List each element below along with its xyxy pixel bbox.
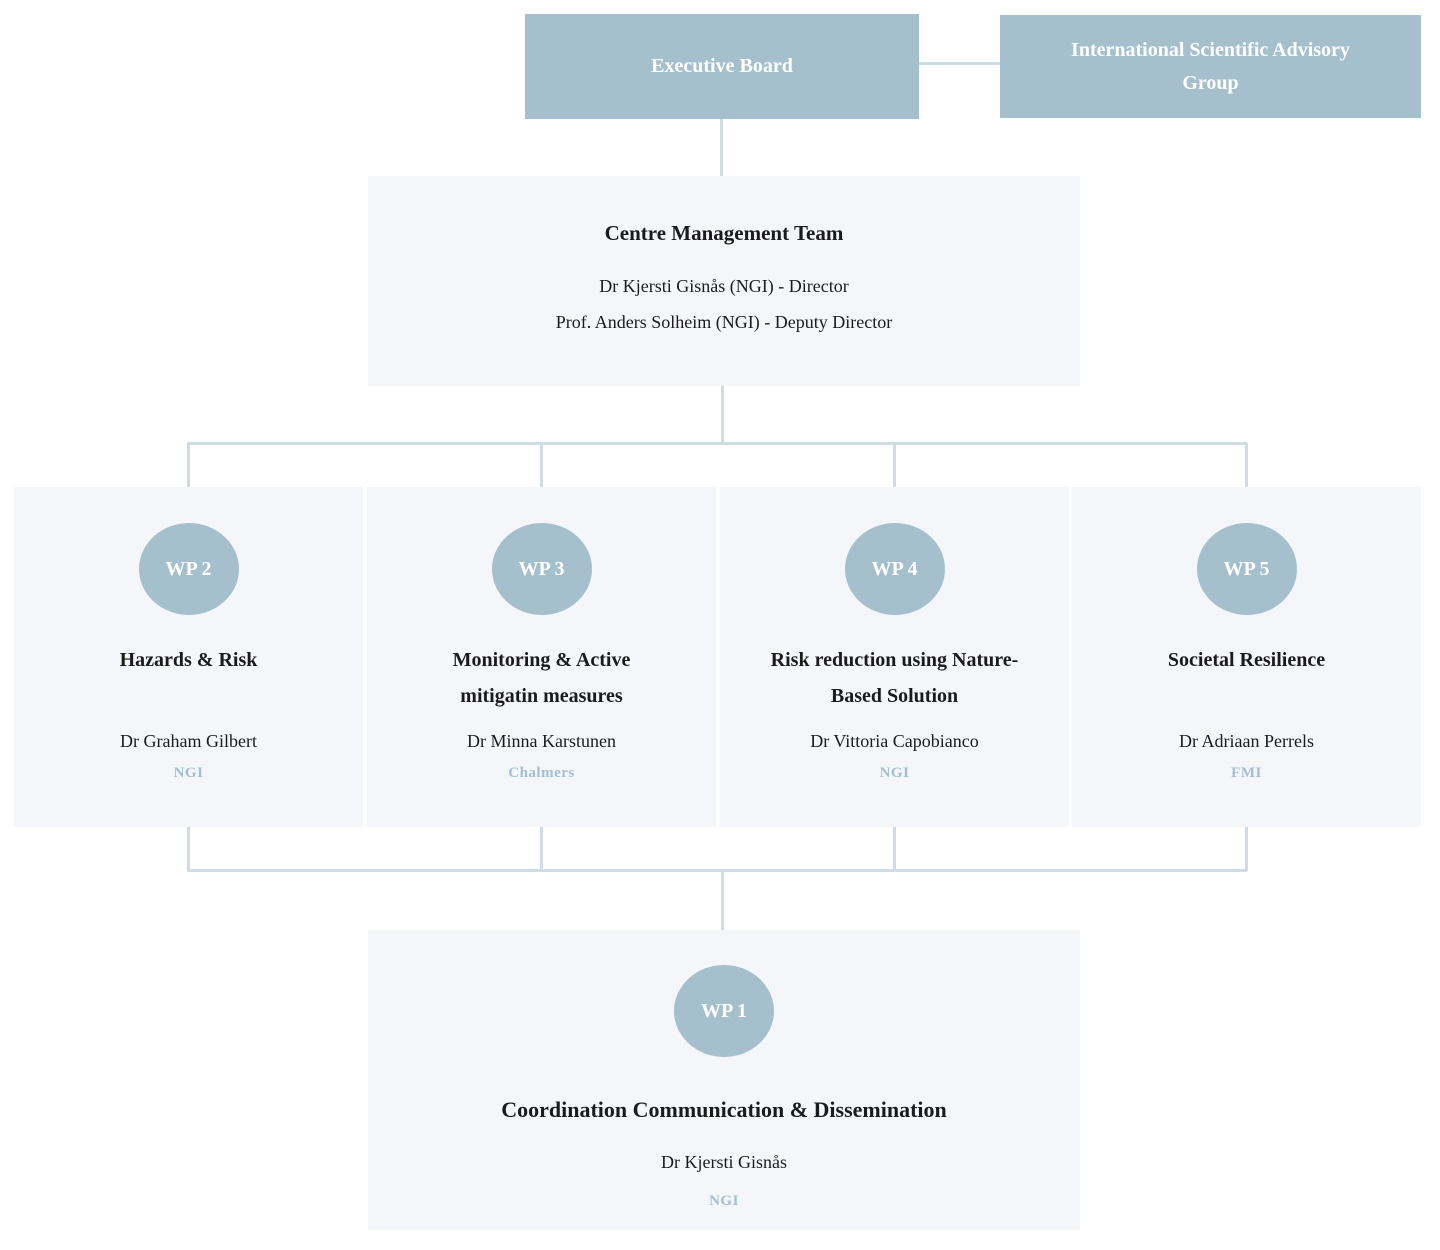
connector-rail-to-wp5 (1245, 443, 1248, 487)
wp4-title: Risk reduction using Nature-Based Soluti… (770, 649, 1019, 707)
connector-exec-to-advisory (919, 62, 1000, 65)
wp4-card: WP 4 Risk reduction using Nature-Based S… (720, 487, 1069, 827)
wp2-card: WP 2 Hazards & Risk Dr Graham Gilbert NG… (14, 487, 363, 827)
connector-rail-to-wp2 (187, 443, 190, 487)
wp4-org: NGI (879, 765, 910, 781)
wp1-card: WP 1 Coordination Communication & Dissem… (368, 930, 1080, 1230)
connector-exec-to-management (720, 119, 723, 176)
wp5-badge-label: WP 5 (1223, 557, 1270, 580)
wp5-badge: WP 5 (1196, 523, 1297, 615)
wp3-badge-label: WP 3 (518, 557, 565, 580)
wp4-badge: WP 4 (844, 523, 945, 615)
connector-management-to-rail (721, 386, 724, 443)
wp1-lead: Dr Kjersti Gisnås (661, 1152, 787, 1172)
advisory-group-box: International Scientific Advisory Group (1000, 15, 1421, 118)
connector-wp3-to-rail (540, 827, 543, 871)
connector-bottom-rail (187, 869, 1247, 872)
wp5-lead: Dr Adriaan Perrels (1179, 731, 1314, 751)
wp1-title: Coordination Communication & Disseminati… (501, 1097, 947, 1122)
wp1-org: NGI (709, 1193, 739, 1209)
wp3-title: Monitoring & Active mitigatin measures (452, 649, 631, 707)
wp1-badge: WP 1 (674, 965, 774, 1057)
wp4-badge-label: WP 4 (871, 557, 918, 580)
wp3-lead: Dr Minna Karstunen (467, 731, 616, 751)
centre-management-team-box: Centre Management Team Dr Kjersti Gisnås… (368, 176, 1080, 386)
connector-wp2-to-rail (187, 827, 190, 871)
management-member: Dr Kjersti Gisnås (NGI) - Director (599, 276, 849, 296)
wp3-org: Chalmers (508, 765, 575, 781)
wp2-title: Hazards & Risk (119, 649, 258, 671)
wp4-lead: Dr Vittoria Capobianco (810, 731, 979, 751)
connector-rail-to-wp3 (540, 443, 543, 487)
wp2-lead: Dr Graham Gilbert (120, 731, 257, 751)
wp3-badge: WP 3 (491, 523, 592, 615)
executive-board-label: Executive Board (651, 55, 793, 77)
centre-management-team-title: Centre Management Team (604, 221, 844, 245)
wp5-card: WP 5 Societal Resilience Dr Adriaan Perr… (1072, 487, 1421, 827)
executive-board-box: Executive Board (525, 14, 919, 119)
wp5-org: FMI (1231, 765, 1262, 781)
wp2-org: NGI (173, 765, 204, 781)
connector-rail-to-wp1 (721, 871, 724, 930)
wp2-badge-label: WP 2 (165, 557, 212, 580)
wp1-badge-label: WP 1 (700, 999, 748, 1022)
management-member: Prof. Anders Solheim (NGI) - Deputy Dire… (555, 312, 893, 332)
advisory-group-label: International Scientific Advisory Group (1071, 38, 1350, 94)
connector-top-rail (187, 442, 1247, 445)
centre-management-team-members: Dr Kjersti Gisnås (NGI) - Director Prof.… (368, 268, 1080, 340)
connector-rail-to-wp4 (893, 443, 896, 487)
connector-wp4-to-rail (893, 827, 896, 871)
wp3-card: WP 3 Monitoring & Active mitigatin measu… (367, 487, 716, 827)
wp5-title: Societal Resilience (1167, 649, 1326, 671)
wp2-badge: WP 2 (138, 523, 239, 615)
connector-wp5-to-rail (1245, 827, 1248, 871)
